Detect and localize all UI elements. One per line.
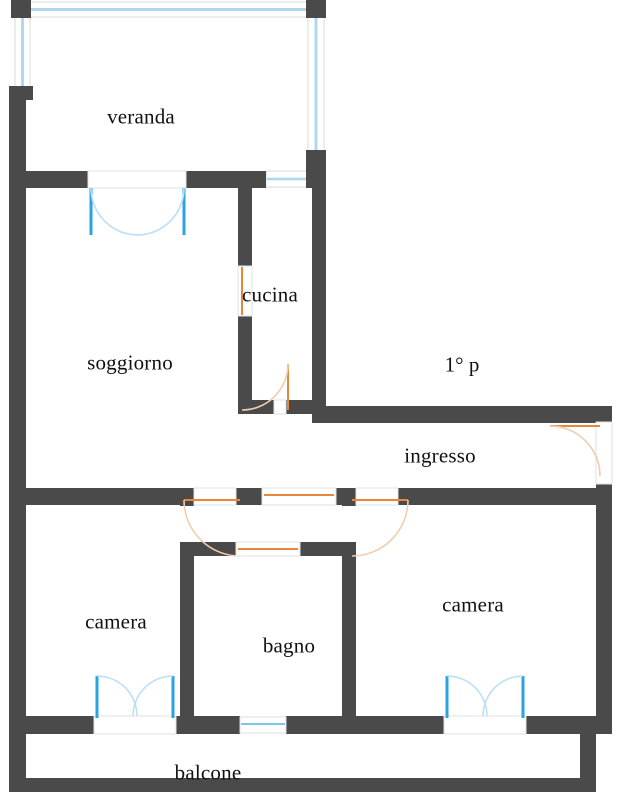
door-camera-sx-arc <box>183 499 241 557</box>
wall-left-outer-lower <box>9 492 26 734</box>
room-label-balcone: balcone <box>174 760 242 785</box>
wall-bottom-d <box>526 716 612 734</box>
door-bagno[interactable] <box>235 541 301 557</box>
door-soggiorno-veranda-opening <box>87 170 187 189</box>
wall-veranda-bottom-b <box>186 171 266 188</box>
wall-bottom-b <box>176 716 240 734</box>
wall-veranda-bottomright-post <box>306 150 326 174</box>
wall-balcone-right <box>580 730 596 792</box>
wall-balcone-bottom <box>9 778 596 792</box>
wall-balcone-left <box>9 730 26 792</box>
room-label-ingresso: ingresso <box>404 443 476 468</box>
room-label-camera-dx: camera <box>442 592 504 617</box>
wall-bagno-right-top <box>342 488 356 506</box>
veranda-glass-group <box>14 1 325 188</box>
wall-right-outer-lower <box>596 488 612 734</box>
door-bagno-lobby-top[interactable] <box>261 487 337 506</box>
wall-ingresso-top <box>312 406 612 423</box>
door-cucina-ingresso-opening <box>273 399 287 415</box>
wall-bagno-right <box>342 546 356 732</box>
door-camera-sx-balcone[interactable] <box>93 675 177 735</box>
door-soggiorno-veranda-arc-right <box>136 187 185 236</box>
wall-bagno-lobby-left <box>180 542 236 556</box>
door-ingresso-entry-opening <box>595 421 613 485</box>
room-label-cucina: cucina <box>242 282 298 307</box>
wall-mid-center <box>236 488 262 505</box>
door-camera-dx-balcone-opening <box>443 715 527 735</box>
door-cucina-ingresso-arc <box>241 363 289 411</box>
wall-bottom-c <box>286 716 444 734</box>
door-ingresso-entry[interactable] <box>549 421 613 485</box>
door-camera-dx-balcone-arc-left <box>446 675 488 717</box>
wall-cucina-left-lower <box>238 316 252 414</box>
door-camera-sx-balcone-arc-left <box>96 675 138 717</box>
windows-group <box>239 716 287 734</box>
door-cucina-soggiorno[interactable] <box>237 265 253 317</box>
room-label-veranda: veranda <box>107 104 175 129</box>
room-label-camera-sx: camera <box>85 609 147 634</box>
room-label-bagno: bagno <box>262 633 316 658</box>
wall-cucina-left-upper <box>238 171 252 267</box>
door-camera-dx-balcone-arc-right <box>482 675 524 717</box>
door-soggiorno-veranda-arc-left <box>90 187 139 236</box>
door-camera-sx-opening <box>193 487 237 506</box>
wall-camera-sx-right <box>180 546 194 732</box>
wall-left-outer-upper <box>9 96 26 500</box>
wall-veranda-topleft-post <box>11 0 31 18</box>
door-camera-dx-opening <box>355 487 399 506</box>
door-camera-sx-balcone-arc-right <box>132 675 174 717</box>
wall-bagno-lobby-right <box>300 542 356 556</box>
door-cucina-ingresso[interactable] <box>241 363 289 415</box>
wall-bottom-a <box>9 716 95 734</box>
wall-mid-left <box>9 488 195 505</box>
room-label-soggiorno: soggiorno <box>87 350 173 375</box>
wall-veranda-bottom-a <box>9 171 89 188</box>
door-soggiorno-veranda[interactable] <box>87 170 187 236</box>
door-camera-sx-balcone-opening <box>93 715 177 735</box>
wall-camera-sx-right-top <box>180 488 194 506</box>
door-camera-dx-balcone[interactable] <box>443 675 527 735</box>
door-camera-dx-arc <box>351 499 409 557</box>
wall-cucina-right <box>312 176 326 414</box>
wall-veranda-topright-post <box>306 0 326 18</box>
level-label: 1° p <box>444 352 480 377</box>
walls-group <box>9 0 612 792</box>
door-camera-dx[interactable] <box>351 487 409 557</box>
door-bagno-lobby-top-opening <box>261 487 337 506</box>
door-ingresso-entry-arc <box>549 425 601 477</box>
door-camera-sx[interactable] <box>183 487 241 557</box>
